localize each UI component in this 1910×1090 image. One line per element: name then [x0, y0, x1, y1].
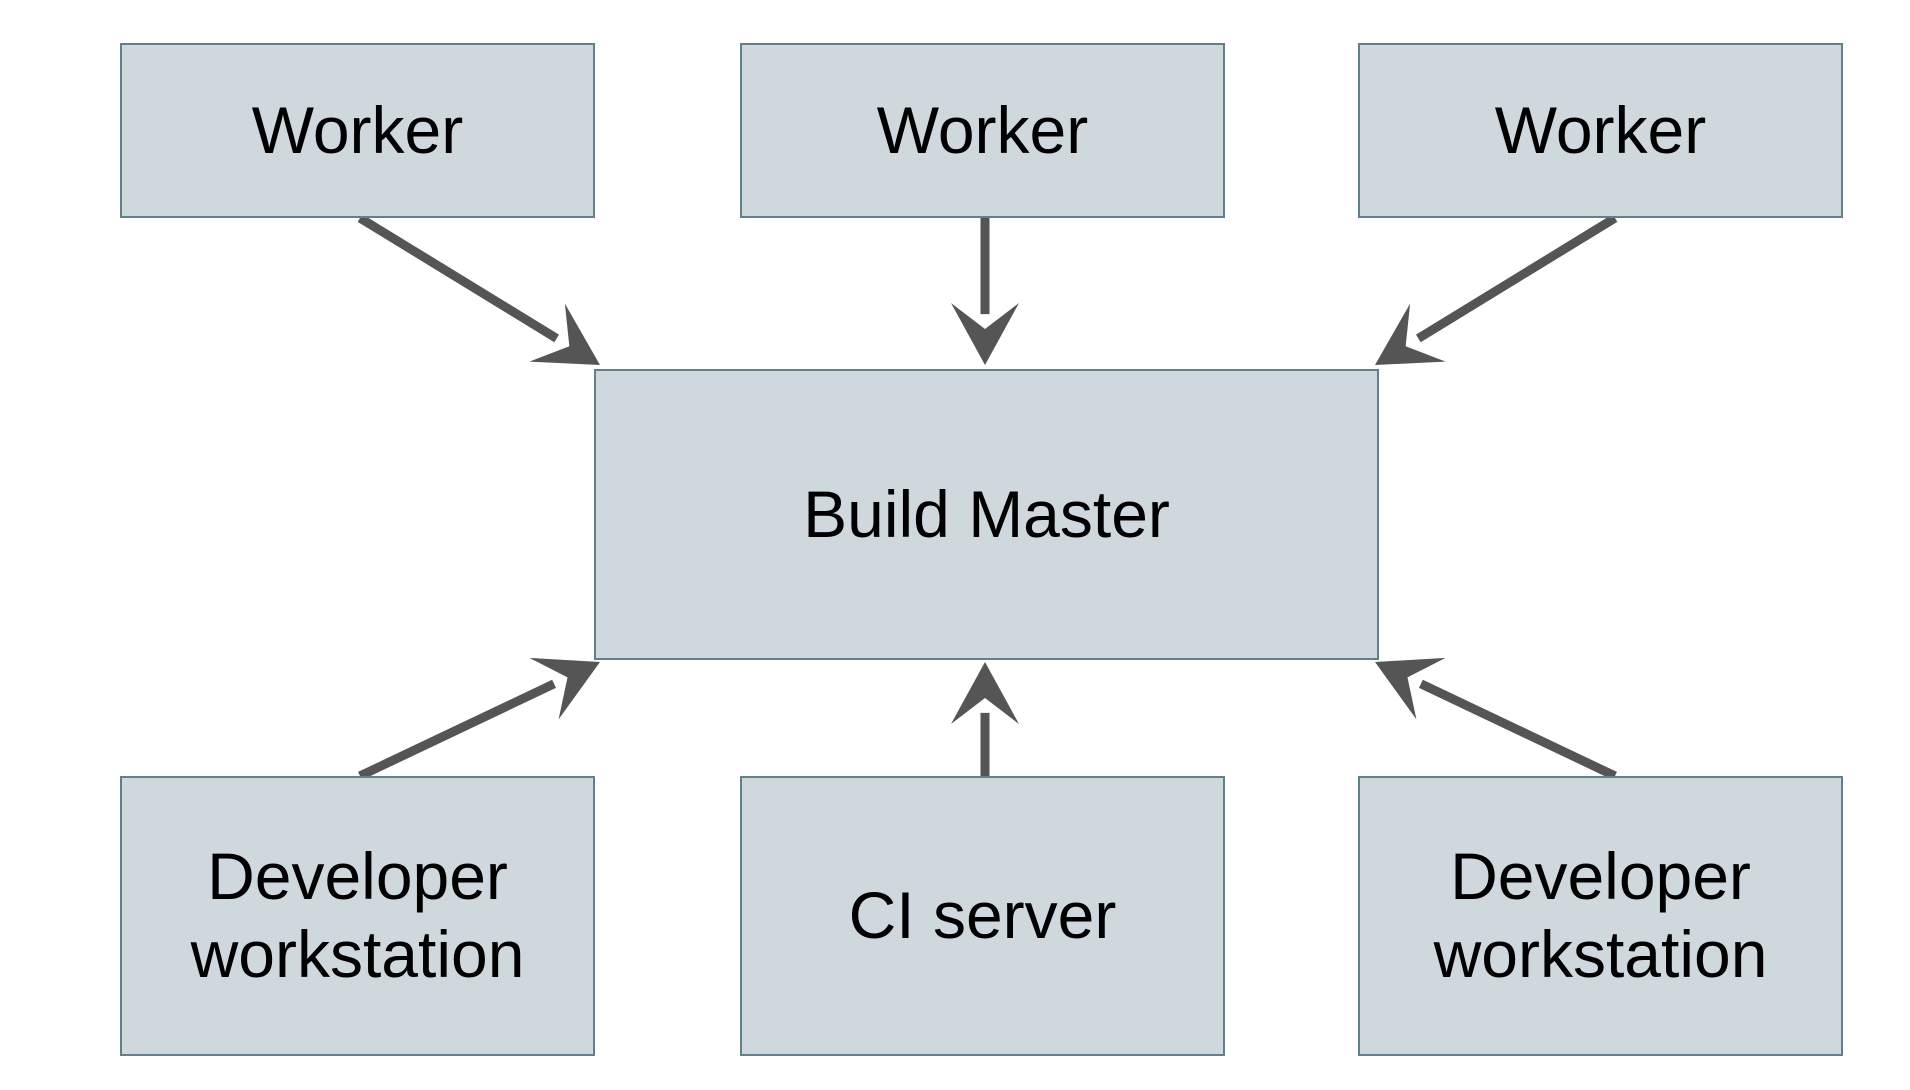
edge-arrowhead-icon [529, 657, 600, 720]
edge-arrowhead-icon [529, 303, 600, 365]
node-label: Worker [1494, 92, 1707, 167]
node-build-master[interactable]: Build Master [594, 369, 1379, 660]
node-label: Build Master [803, 476, 1170, 551]
edge-shaft [358, 679, 557, 781]
node-label: CI server [848, 878, 1117, 953]
node-label: Developer workstation [190, 839, 525, 991]
node-worker-3[interactable]: Worker [1358, 43, 1843, 218]
edge-shaft [1416, 214, 1618, 343]
node-developer-workstation-right[interactable]: Developer workstation [1358, 776, 1843, 1056]
node-label: Worker [251, 92, 464, 167]
node-worker-2[interactable]: Worker [740, 43, 1225, 218]
node-developer-workstation-left[interactable]: Developer workstation [120, 776, 595, 1056]
edge-arrowhead-icon [951, 662, 1019, 724]
edge-shaft [1418, 679, 1617, 781]
node-label: Developer workstation [1433, 839, 1768, 991]
edge-arrowhead-icon [1375, 303, 1446, 365]
node-ci-server[interactable]: CI server [740, 776, 1225, 1056]
node-worker-1[interactable]: Worker [120, 43, 595, 218]
edge-arrowhead-icon [1375, 657, 1446, 720]
edge-arrowhead-icon [951, 303, 1019, 365]
edge-shaft [357, 214, 559, 343]
node-label: Worker [876, 92, 1089, 167]
